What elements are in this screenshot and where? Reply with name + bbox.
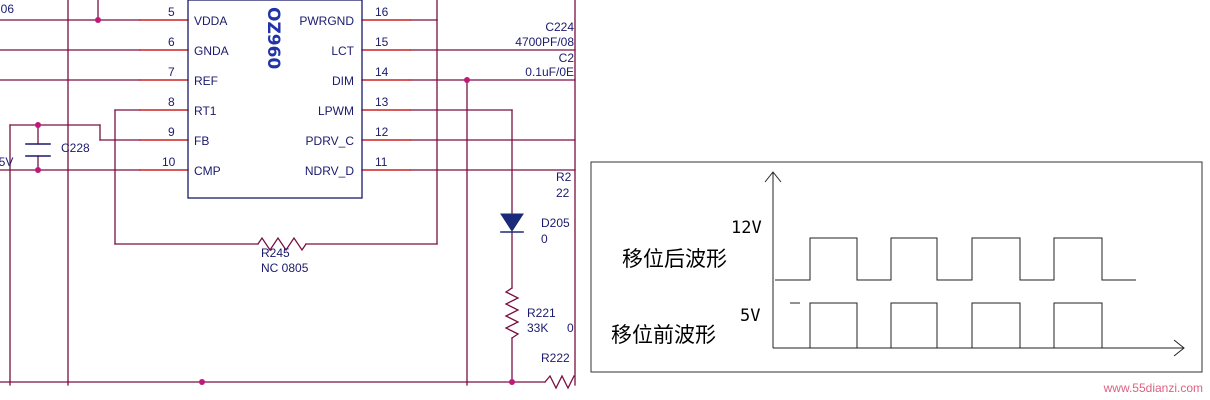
junction-dots (35, 17, 515, 385)
pin-stubs (139, 19, 411, 171)
label-c224-value: 4700PF/08 (515, 35, 574, 49)
pin-name: LCT (331, 44, 354, 58)
pin-number: 15 (375, 35, 389, 49)
pin-name: GNDA (194, 44, 229, 58)
label-c2-value: 0.1uF/0E (525, 65, 574, 79)
label-r245-value: NC 0805 (261, 261, 309, 275)
label-c224: C224 (545, 20, 574, 34)
label-r245: R245 (261, 246, 290, 260)
watermark-text: www.55dianzi.com (1103, 381, 1203, 395)
label-before-shift: 移位前波形 (611, 323, 716, 347)
label-5v: 5V (740, 306, 760, 326)
pin-name: FB (194, 134, 209, 148)
label-d205-value: 0 (541, 232, 548, 246)
label-r2-value: 22 (556, 186, 570, 200)
label-r221-extra: 0 (567, 321, 574, 335)
pin-name: PDRV_C (306, 134, 355, 148)
resistor-r222 (544, 374, 575, 390)
waveform-before-shift (775, 302, 1103, 349)
label-after-shift: 移位后波形 (622, 247, 727, 271)
label-r221: R221 (527, 306, 556, 320)
pin-name: NDRV_D (305, 164, 354, 178)
capacitor-c228 (25, 143, 51, 157)
pin-number: 11 (375, 155, 388, 169)
pin-name: LPWM (318, 104, 354, 118)
label-12v: 12V (731, 218, 762, 238)
label-r222: R222 (541, 351, 570, 365)
label-r06: R06 (0, 2, 14, 16)
pin-number: 8 (168, 95, 175, 109)
pin-number: 6 (168, 35, 175, 49)
pin-number: 13 (375, 95, 389, 109)
left-pins: 5 VDDA 6 GNDA 7 REF 8 RT1 9 FB 10 CMP (162, 5, 229, 178)
ic-body (187, 0, 363, 199)
label-r2: R2 (556, 170, 572, 184)
label-c228: C228 (61, 141, 90, 155)
resistor-r221 (504, 287, 520, 339)
pin-number: 16 (375, 5, 389, 19)
x-axis (773, 339, 1185, 357)
waveform-after-shift (775, 237, 1136, 281)
schematic: OZ960 5 VDDA 6 GNDA 7 REF 8 RT1 9 FB 10 … (0, 0, 576, 390)
pin-name: PWRGND (299, 14, 354, 28)
label-r221-value: 33K (527, 321, 548, 335)
pin-number: 14 (375, 65, 389, 79)
pin-name: DIM (332, 74, 354, 88)
pin-number: 9 (168, 125, 175, 139)
pin-number: 12 (375, 125, 389, 139)
chip-name: OZ960 (263, 7, 283, 69)
diode-d205 (500, 213, 524, 233)
pin-number: 7 (168, 65, 175, 79)
pin-number: 10 (162, 155, 176, 169)
component-labels: R06 25V C228 C224 4700PF/08 C2 0.1uF/0E … (0, 2, 574, 365)
right-pins: 16 PWRGND 15 LCT 14 DIM 13 LPWM 12 PDRV_… (299, 5, 388, 178)
wires (0, 0, 576, 386)
label-d205: D205 (541, 216, 570, 230)
pin-number: 5 (168, 5, 175, 19)
pin-name: CMP (194, 164, 221, 178)
waveform-diagram: 12V 移位后波形 5V 移位前波形 www.55dianzi.com (590, 161, 1203, 395)
waveform-frame (590, 161, 1203, 373)
pin-name: REF (194, 74, 218, 88)
y-axis (764, 171, 782, 348)
label-c2: C2 (559, 51, 575, 65)
resistor-r245 (257, 236, 307, 252)
label-25v: 25V (0, 155, 13, 169)
pin-name: RT1 (194, 104, 217, 118)
pin-name: VDDA (194, 14, 227, 28)
